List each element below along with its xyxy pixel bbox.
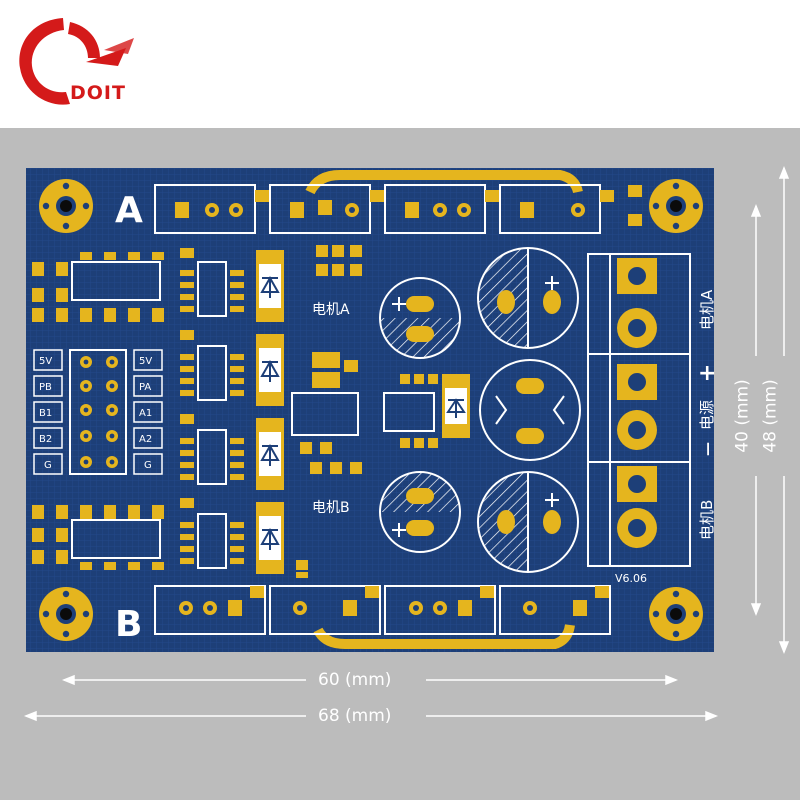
mounting-hole-bottom-left: [39, 587, 93, 641]
motor-a-label: 电机A: [312, 302, 350, 318]
mounting-hole-bottom-right: [649, 587, 703, 641]
dimension-height-inner: 40 (mm): [732, 379, 753, 453]
header-left-label: B2: [39, 434, 52, 445]
header-right-label: G: [144, 460, 152, 471]
bottom-connectors: [154, 585, 611, 635]
capacitor-small-top: [379, 277, 461, 359]
pcb-board: [26, 168, 714, 652]
mounting-hole-top-right: [649, 179, 703, 233]
dimension-height-outer: 48 (mm): [760, 379, 781, 453]
diodes: [256, 250, 284, 574]
power-minus-label: —: [700, 442, 716, 456]
logo-text: DOIT: [70, 82, 126, 104]
pin-header-outline: [69, 349, 127, 475]
mounting-hole-top-left: [39, 179, 93, 233]
dimension-width-outer: 68 (mm): [318, 706, 392, 726]
terminal-blocks: [587, 253, 691, 567]
regulator: [291, 392, 359, 436]
driver-chips: [197, 261, 227, 569]
chip-left-top: [71, 261, 161, 301]
diode-middle: [442, 374, 470, 438]
ic-middle: [383, 392, 435, 432]
motor-a-label-letter: A: [115, 190, 143, 231]
motor-b-label-letter: B: [115, 604, 142, 645]
header-right-label: A1: [139, 408, 152, 419]
capacitor-small-bottom: [379, 471, 461, 553]
doit-logo: [19, 18, 134, 105]
dimension-lines: [23, 165, 790, 722]
terminal-power-label: 电源: [698, 400, 716, 430]
header-left-labels: 5V PB B1 B2 G: [39, 356, 52, 471]
capacitor-large-middle: [479, 359, 581, 461]
header-left-label: G: [44, 460, 52, 471]
driver-chip-pads: [180, 248, 244, 564]
chip-left-bottom: [71, 519, 161, 559]
capacitor-large-bottom: [477, 471, 579, 573]
power-plus-label: +: [698, 361, 716, 386]
header-right-label: 5V: [139, 356, 152, 367]
terminal-pads: [617, 258, 657, 548]
top-connectors: [154, 184, 601, 234]
dimension-width-inner: 60 (mm): [318, 670, 392, 690]
header-right-labels: 5V PA A1 A2 G: [139, 356, 152, 471]
terminal-motor-b-label: 电机B: [698, 500, 716, 540]
header-right-label: A2: [139, 434, 152, 445]
terminal-motor-a-label: 电机A: [698, 289, 716, 330]
header-left-label: PB: [39, 382, 52, 393]
header-right-label: PA: [139, 382, 151, 393]
header-left-label: 5V: [39, 356, 52, 367]
middle-pads: [296, 245, 438, 578]
version-label: V6.06: [615, 572, 647, 585]
capacitor-large-top: [477, 247, 579, 349]
motor-b-label: 电机B: [312, 500, 350, 516]
header-left-label: B1: [39, 408, 52, 419]
